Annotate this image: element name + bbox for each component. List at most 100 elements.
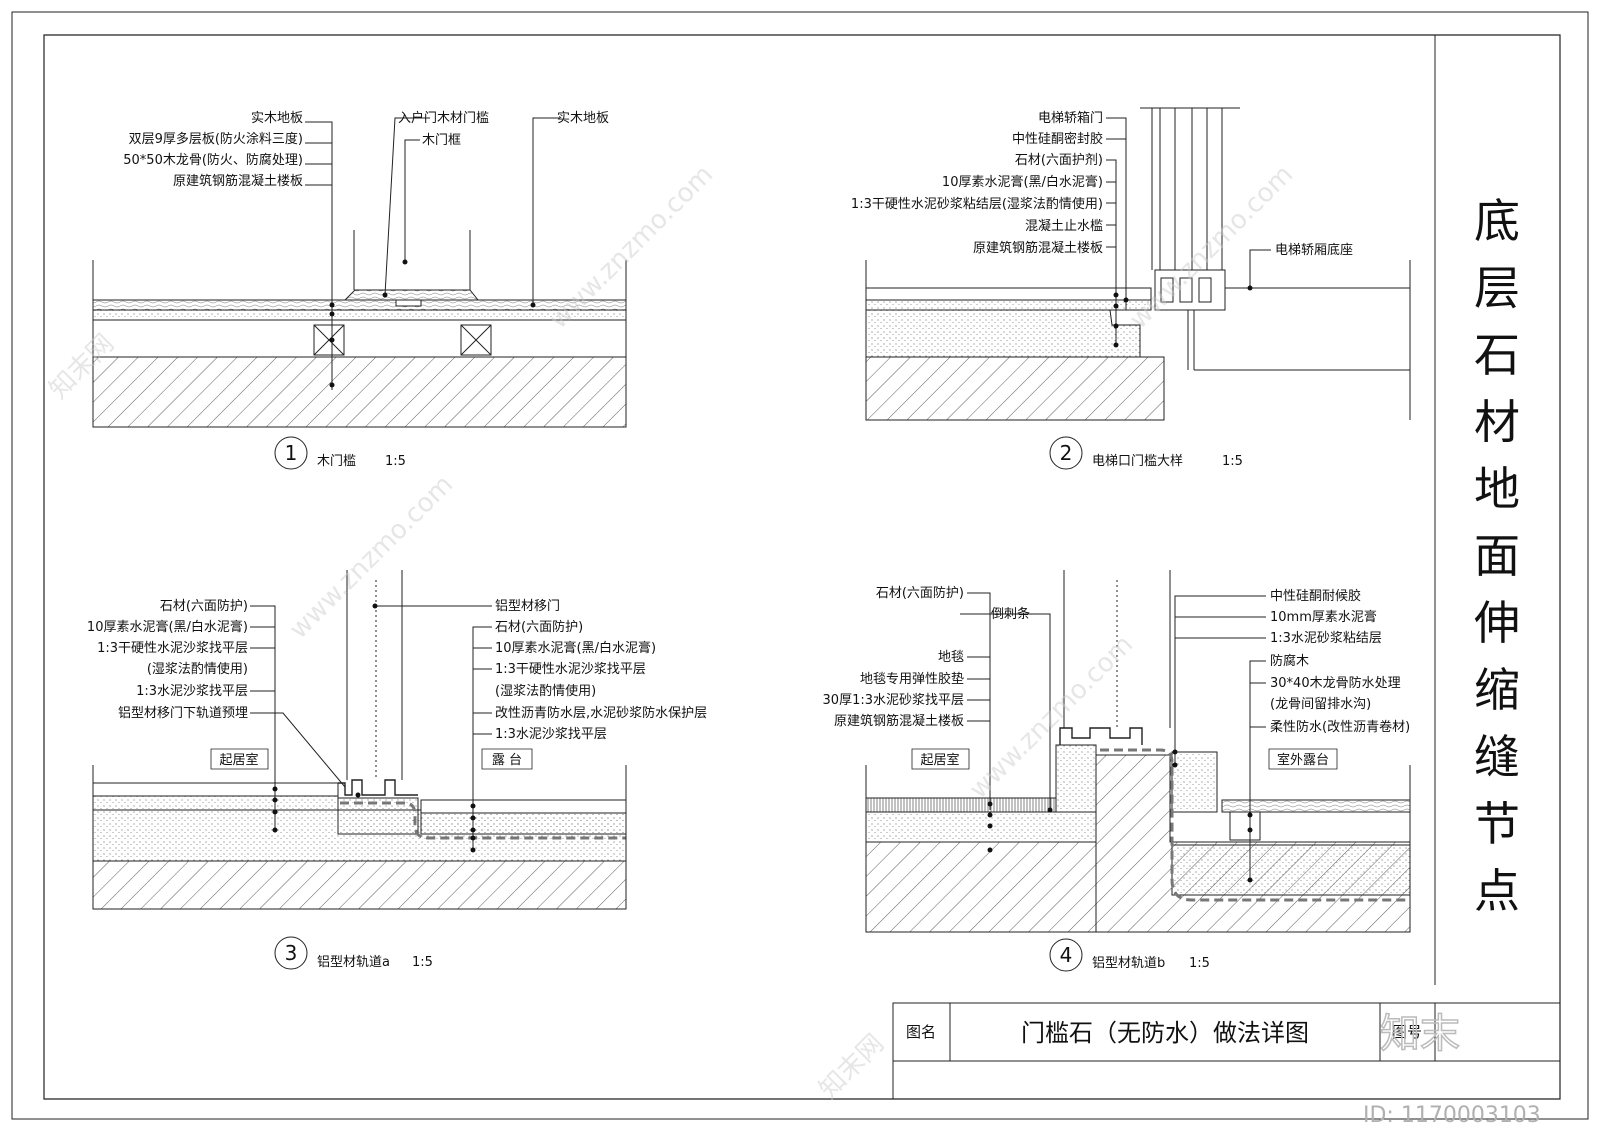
d4-left-2: 地毯 <box>938 650 964 665</box>
d1-label-right: 实木地板 <box>557 111 609 126</box>
d2-label-5: 混凝土止水槛 <box>1025 218 1103 234</box>
sheet-title-char: 缝 <box>1474 730 1520 784</box>
d2-label-3: 10厚素水泥膏(黑/白水泥膏) <box>942 174 1103 190</box>
d4-left-4: 30厚1:3水泥砂浆找平层 <box>823 693 964 708</box>
d1-label-doorframe: 木门框 <box>422 133 461 148</box>
d3-left-4: 1:3水泥沙浆找平层 <box>136 684 248 699</box>
car-sill <box>1155 270 1225 310</box>
d2-scale: 1:5 <box>1222 454 1243 469</box>
concrete-slab <box>93 357 626 427</box>
d3-room-right: 露 台 <box>492 753 522 768</box>
stone-threshold <box>866 288 1151 300</box>
d4-right-4: 30*40木龙骨防水处理 <box>1270 675 1401 691</box>
watermark-id: ID: 1170003103 <box>1363 1103 1541 1128</box>
d2-label-2: 石材(六面护剂) <box>1015 153 1103 168</box>
d4-left-3: 地毯专用弹性胶垫 <box>860 671 964 687</box>
d3-left-5: 铝型材移门下轨道预埋 <box>118 706 248 721</box>
stone-right <box>421 800 626 813</box>
wood-floor <box>93 300 626 310</box>
d2-label-1: 中性硅酮密封胶 <box>1012 131 1103 147</box>
waterproof-layer <box>340 803 626 838</box>
d1-label-1: 双层9厚多层板(防火涂料三度) <box>129 131 303 147</box>
d2-number-circle <box>1049 436 1083 470</box>
d2-label-6: 原建筑钢筋混凝土楼板 <box>973 240 1103 256</box>
wood-joist-left <box>314 325 344 355</box>
title-number-label: 图号 <box>1392 1023 1422 1041</box>
track-embed <box>338 798 418 834</box>
d3-left-0: 石材(六面防护) <box>160 598 248 614</box>
door-frame <box>396 300 421 306</box>
d3-right-3: 1:3干硬性水泥沙浆找平层 <box>495 662 646 677</box>
sheet-title-char: 面 <box>1474 529 1520 583</box>
d3-left-3: (湿浆法酌情使用) <box>147 661 248 677</box>
title-block: 图名 门槛石（无防水）做法详图 图号 <box>893 1003 1560 1099</box>
detail-2-elevator-threshold: 电梯轿箱门 中性硅酮密封胶 石材(六面护剂) 10厚素水泥膏(黑/白水泥膏) 1… <box>851 108 1410 470</box>
watermark-brand-2: 知末网 <box>814 1029 890 1105</box>
watermark-site-2: www.znzmo.com <box>284 470 459 645</box>
d4-room-right-box <box>1269 749 1337 769</box>
sheet-title-char: 点 <box>1474 864 1520 918</box>
d4-right-0: 中性硅酮耐候胶 <box>1270 588 1361 604</box>
sheet-title-char: 缩 <box>1474 663 1520 717</box>
inner-frame <box>44 35 1560 1099</box>
protection-layer <box>1172 845 1410 895</box>
d4-room-left: 起居室 <box>920 752 959 768</box>
d3-right-5: 改性沥青防水层,水泥砂浆防水保护层 <box>495 705 707 721</box>
carpet <box>866 798 1056 812</box>
outer-frame <box>12 12 1588 1119</box>
d4-left-5: 原建筑钢筋混凝土楼板 <box>834 713 964 729</box>
stone-threshold <box>1056 745 1096 812</box>
mortar-bed <box>866 310 1140 357</box>
concrete-curb <box>1125 325 1140 357</box>
d1-label-2: 50*50木龙骨(防火、防腐处理) <box>123 152 303 168</box>
d4-left-1: 倒刺条 <box>991 606 1030 622</box>
concrete-slab <box>866 357 1164 420</box>
d3-right-4: (湿浆法酌情使用) <box>495 683 596 699</box>
watermark-logo: 知末 <box>1380 1011 1460 1057</box>
d1-caption: 木门槛 <box>317 454 356 469</box>
sheet-title: 底层石材地面伸缩缝节点 <box>1474 194 1520 918</box>
d3-left-2: 1:3干硬性水泥沙浆找平层 <box>97 641 248 656</box>
d2-label-0: 电梯轿箱门 <box>1038 110 1103 126</box>
waterproof-membrane <box>1100 750 1410 900</box>
d3-right-2: 10厚素水泥膏(黑/白水泥膏) <box>495 640 656 656</box>
sheet-title-char: 层 <box>1474 261 1520 315</box>
threshold <box>345 290 478 300</box>
d4-right-3: 防腐木 <box>1270 653 1309 669</box>
d4-right-6: 柔性防水(改性沥青卷材) <box>1270 719 1410 735</box>
d4-left-0: 石材(六面防护) <box>876 585 964 601</box>
cement-paste <box>866 300 1151 310</box>
sheet-title-char: 伸 <box>1474 596 1520 650</box>
sheet-title-char: 材 <box>1474 395 1520 449</box>
stone-left <box>93 783 338 796</box>
detail-1-wood-threshold: 实木地板 双层9厚多层板(防火涂料三度) 50*50木龙骨(防火、防腐处理) 原… <box>93 110 626 470</box>
mortar-right <box>421 813 626 834</box>
sheet-title-char: 底 <box>1474 194 1520 248</box>
sheet-title-char: 地 <box>1474 462 1520 516</box>
mortar-left <box>93 796 338 810</box>
d2-label-4: 1:3干硬性水泥砂浆粘结层(湿浆法酌情使用) <box>851 196 1103 212</box>
d4-right-1: 10mm厚素水泥膏 <box>1270 609 1377 625</box>
title-name-label: 图名 <box>906 1023 936 1041</box>
d4-scale: 1:5 <box>1189 956 1210 971</box>
d3-room-left: 起居室 <box>219 752 258 768</box>
d3-room-right-box <box>482 749 532 769</box>
d3-right-0: 铝型材移门 <box>495 599 560 614</box>
concrete-curb-and-slab <box>1096 755 1410 932</box>
d4-right-2: 1:3水泥砂浆粘结层 <box>1270 631 1382 646</box>
d4-right-5: (龙骨间留排水沟) <box>1270 697 1371 712</box>
screed-layer <box>866 812 1096 842</box>
watermark-site-1: www.znzmo.com <box>544 160 719 335</box>
concrete-slab <box>93 861 626 909</box>
title-block-frame <box>893 1003 1560 1099</box>
mortar-right <box>1172 752 1217 812</box>
aluminium-track <box>1060 728 1142 745</box>
d3-room-left-box <box>211 749 268 769</box>
sheet-title-char: 石 <box>1474 328 1520 382</box>
d2-label-right: 电梯轿厢底座 <box>1275 242 1353 258</box>
d4-room-right: 室外露台 <box>1277 752 1329 768</box>
d1-number-circle <box>274 436 308 470</box>
d3-scale: 1:5 <box>412 955 433 970</box>
d4-number-circle <box>1049 938 1083 972</box>
